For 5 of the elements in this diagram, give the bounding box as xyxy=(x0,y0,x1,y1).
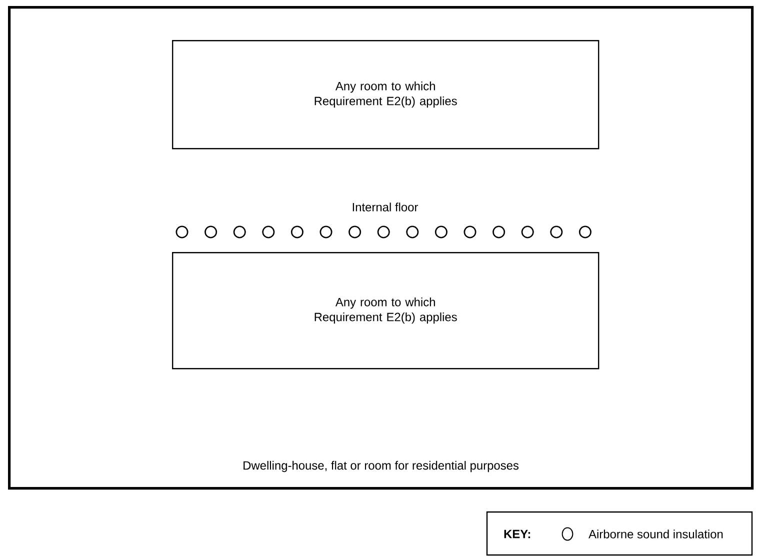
key-heading: KEY: xyxy=(504,530,530,538)
room-box: Any room to which Requirement E2(b) applies xyxy=(172,40,600,150)
room-box: Any room to which Requirement E2(b) applies xyxy=(172,252,600,370)
legend-text: Airborne sound insulation xyxy=(588,530,723,538)
label: Internal floor xyxy=(352,202,418,212)
